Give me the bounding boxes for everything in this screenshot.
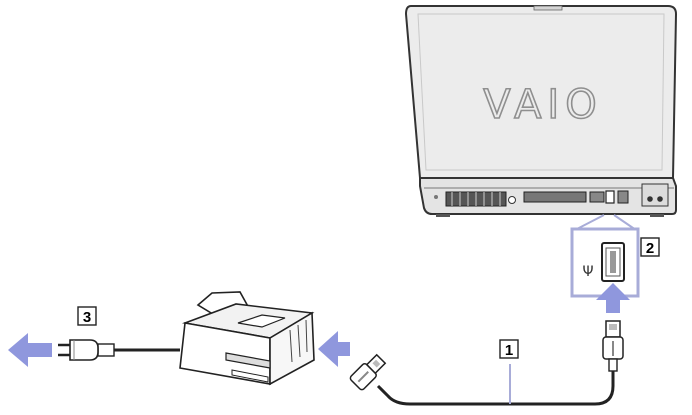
printer-output-tray	[231, 369, 269, 383]
audio-jacks	[641, 183, 669, 207]
laptop: VAIO	[404, 5, 678, 217]
vent-grille	[445, 191, 507, 207]
callout-2: 2	[640, 237, 660, 257]
callout-label: 1	[505, 342, 513, 359]
printer-side	[269, 311, 315, 386]
callout-box	[499, 339, 519, 359]
arrow-left-power-icon	[8, 333, 52, 367]
printer	[179, 291, 315, 386]
indicator-icon	[434, 195, 438, 199]
callout-label: 2	[646, 240, 654, 257]
usb-plug-vertical	[602, 320, 624, 372]
laptop-foot-right	[650, 214, 664, 217]
laptop-hinge	[533, 5, 563, 11]
callout-3: 3	[77, 306, 97, 326]
arrow-up-icon	[596, 283, 630, 313]
port-block	[523, 191, 587, 203]
round-port-icon	[508, 196, 516, 204]
callout-box	[77, 306, 97, 326]
arrow-left-icon	[318, 331, 350, 367]
brand-logo: VAIO	[483, 82, 602, 128]
usb-port-closeup: Ψ	[570, 214, 640, 298]
port-block-small	[589, 191, 605, 203]
power-plug-icon	[58, 339, 115, 361]
callout-box	[640, 237, 660, 257]
usb-plug-diagonal	[349, 353, 387, 391]
printer-output-slot	[225, 352, 271, 369]
callout-1: 1	[499, 339, 519, 359]
callout-label: 3	[83, 309, 91, 326]
usb-cable	[376, 371, 615, 406]
usb-symbol-icon: Ψ	[582, 264, 593, 280]
laptop-lid-bevel	[417, 13, 665, 171]
printer-display	[237, 314, 286, 328]
laptop-foot-left	[436, 214, 450, 217]
laptop-usb-port	[605, 190, 615, 204]
port-small-right	[617, 190, 629, 204]
